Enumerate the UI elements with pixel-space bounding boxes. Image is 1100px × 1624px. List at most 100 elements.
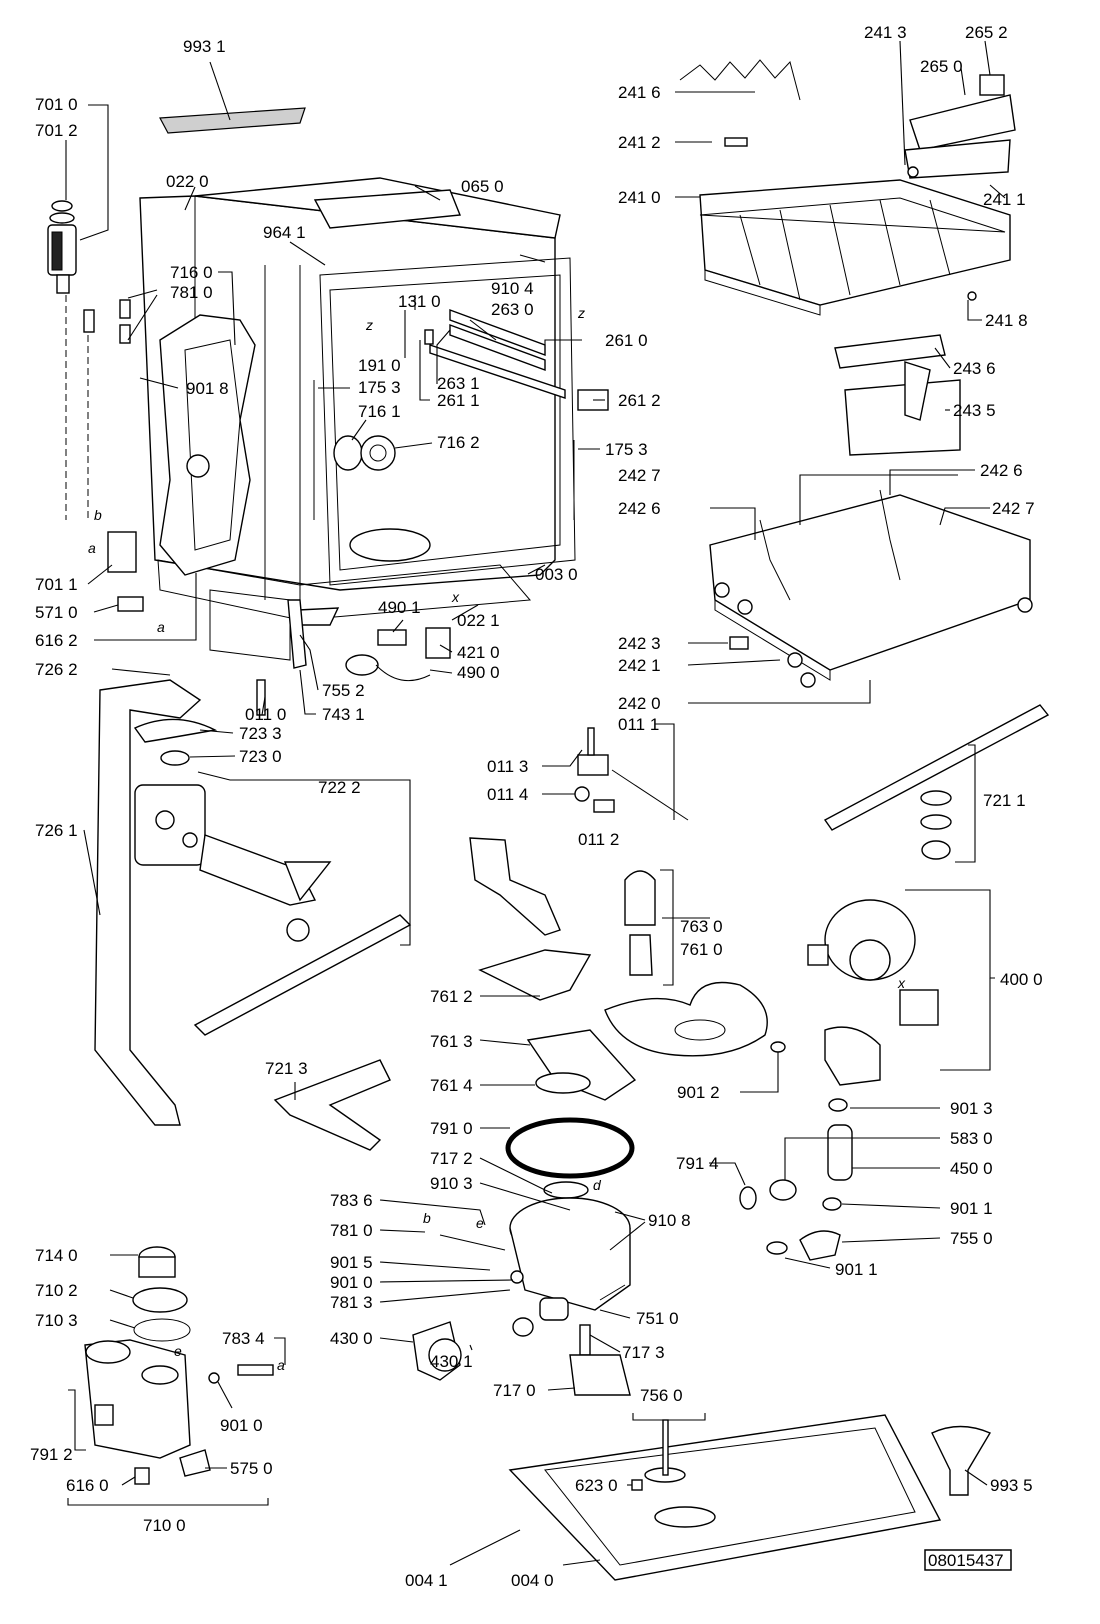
part-labels: 993 1 701 0 701 2 022 0 065 0 964 1 716 … xyxy=(30,23,1043,1590)
part-label: 261 1 xyxy=(437,391,480,410)
part-label: 716 0 xyxy=(170,263,213,282)
callout-letters: b a a z z x x b e d e a xyxy=(88,305,906,1373)
part-top-strip xyxy=(159,107,306,134)
part-label: 783 4 xyxy=(222,1329,265,1348)
part-label: 421 0 xyxy=(457,643,500,662)
part-label: 430 0 xyxy=(330,1329,373,1348)
part-label: 791 0 xyxy=(430,1119,473,1138)
callout-letter-a: a xyxy=(277,1357,285,1373)
part-label: 003 0 xyxy=(535,565,578,584)
part-circulation-pump xyxy=(807,899,939,1086)
part-label: 131 0 xyxy=(398,292,441,311)
part-label: 717 0 xyxy=(493,1381,536,1400)
part-label: 263 0 xyxy=(491,300,534,319)
document-number: 08015437 xyxy=(928,1551,1004,1570)
part-label: 242 3 xyxy=(618,634,661,653)
callout-letter-b: b xyxy=(94,507,102,523)
part-label: 726 1 xyxy=(35,821,78,840)
part-label: 901 5 xyxy=(330,1253,373,1272)
part-drawings xyxy=(47,59,1050,1581)
part-label: 901 0 xyxy=(220,1416,263,1435)
part-label: 242 7 xyxy=(618,466,661,485)
part-label: 616 0 xyxy=(66,1476,109,1495)
part-label: 616 2 xyxy=(35,631,78,650)
callout-letter-x: x xyxy=(451,589,460,605)
part-sump-gasket xyxy=(505,1117,635,1179)
part-inlet-valve xyxy=(47,200,95,520)
leader-lines xyxy=(65,40,1006,1566)
part-base-tray xyxy=(508,1414,942,1581)
part-label: 011 2 xyxy=(578,830,619,849)
part-label: 910 4 xyxy=(491,279,534,298)
part-label: 065 0 xyxy=(461,177,504,196)
part-label: 701 0 xyxy=(35,95,78,114)
part-label: 261 2 xyxy=(618,391,661,410)
callout-letter-d: d xyxy=(593,1177,602,1193)
part-label: 723 3 xyxy=(239,724,282,743)
part-label: 716 2 xyxy=(437,433,480,452)
part-water-softener xyxy=(84,1246,191,1459)
part-label: 623 0 xyxy=(575,1476,618,1495)
part-label: 901 2 xyxy=(677,1083,720,1102)
part-label: 993 1 xyxy=(183,37,226,56)
part-label: 717 3 xyxy=(622,1343,665,1362)
part-label: 910 8 xyxy=(648,1211,691,1230)
part-label: 710 2 xyxy=(35,1281,78,1300)
part-label: 241 3 xyxy=(864,23,907,42)
part-label: 450 0 xyxy=(950,1159,993,1178)
part-label: 490 1 xyxy=(378,598,421,617)
part-label: 701 2 xyxy=(35,121,78,140)
part-lower-basket xyxy=(709,489,1033,688)
part-label: 755 0 xyxy=(950,1229,993,1248)
callout-letter-b: b xyxy=(423,1210,431,1226)
part-label: 400 0 xyxy=(1000,970,1043,989)
part-label: 243 6 xyxy=(953,359,996,378)
part-label: 721 3 xyxy=(265,1059,308,1078)
part-label: 191 0 xyxy=(358,356,401,375)
callout-letter-z: z xyxy=(365,317,373,333)
part-label: 781 0 xyxy=(170,283,213,302)
part-label: 490 0 xyxy=(457,663,500,682)
part-label: 011 4 xyxy=(487,785,528,804)
part-filter-plate xyxy=(604,981,768,1057)
part-supply-pipe xyxy=(94,679,202,1126)
part-label: 901 1 xyxy=(950,1199,993,1218)
part-label: 241 6 xyxy=(618,83,661,102)
part-label: 011 3 xyxy=(487,757,528,776)
part-upper-basket xyxy=(699,179,1011,316)
part-label: 755 2 xyxy=(322,681,365,700)
part-label: 901 0 xyxy=(330,1273,373,1292)
part-label: 241 2 xyxy=(618,133,661,152)
part-label: 964 1 xyxy=(263,223,306,242)
part-label: 756 0 xyxy=(640,1386,683,1405)
part-label: 761 3 xyxy=(430,1032,473,1051)
part-label: 993 5 xyxy=(990,1476,1033,1495)
part-label: 175 3 xyxy=(358,378,401,397)
callout-letter-a: a xyxy=(157,619,165,635)
part-label: 175 3 xyxy=(605,440,648,459)
part-label: 430 1 xyxy=(430,1352,473,1371)
part-label: 011 0 xyxy=(245,705,286,724)
part-label: 261 0 xyxy=(605,331,648,350)
part-label: 751 0 xyxy=(636,1309,679,1328)
part-label: 910 3 xyxy=(430,1174,473,1193)
part-label: 721 1 xyxy=(983,791,1026,810)
part-label: 761 2 xyxy=(430,987,473,1006)
part-label: 901 1 xyxy=(835,1260,878,1279)
part-label: 761 4 xyxy=(430,1076,473,1095)
part-label: 575 0 xyxy=(230,1459,273,1478)
part-sump xyxy=(509,1197,631,1321)
part-label: 791 4 xyxy=(676,1154,719,1173)
part-label: 241 0 xyxy=(618,188,661,207)
part-label: 004 1 xyxy=(405,1571,448,1590)
callout-letter-z: z xyxy=(577,305,585,321)
part-label: 791 2 xyxy=(30,1445,73,1464)
part-label: 242 6 xyxy=(980,461,1023,480)
part-label: 583 0 xyxy=(950,1129,993,1148)
part-label: 571 0 xyxy=(35,603,78,622)
part-label: 714 0 xyxy=(35,1246,78,1265)
callout-letter-e: e xyxy=(476,1215,484,1231)
part-label: 263 1 xyxy=(437,374,480,393)
part-label: 901 8 xyxy=(186,379,229,398)
